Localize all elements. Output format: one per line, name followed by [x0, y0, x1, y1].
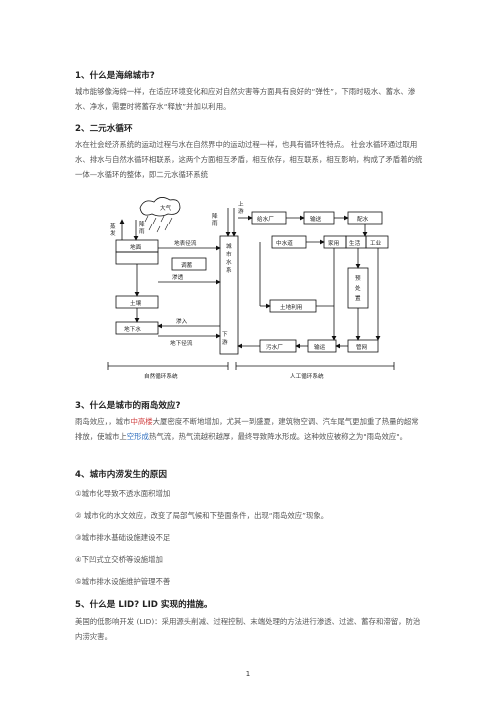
svg-text:雨: 雨 [139, 228, 145, 235]
svg-text:蒸: 蒸 [110, 222, 116, 230]
section-2-title: 2、二元水循环 [75, 124, 133, 134]
svg-text:地下水: 地下水 [124, 325, 141, 333]
label-surface: 地面 [130, 243, 142, 251]
svg-text:市: 市 [226, 250, 232, 258]
svg-text:置: 置 [355, 295, 361, 302]
svg-text:游: 游 [222, 338, 228, 346]
svg-text:地表径流: 地表径流 [174, 239, 197, 247]
cloud-icon [139, 197, 181, 217]
list-item: ③城市排水基础设施建设不足 [75, 533, 171, 542]
section-5-title: 5、什么是 LID? LID 实现的措施。 [75, 600, 213, 610]
svg-text:人工循环系统: 人工循环系统 [290, 372, 324, 380]
water-cycle-diagram: 大气 蒸 发 降 雨 地面 地表径流 调蓄 土壤 渗透 地下水 渗入 地下径流 … [107, 197, 395, 380]
svg-text:家用: 家用 [328, 239, 339, 247]
svg-text:降: 降 [139, 220, 145, 228]
page-number: 1 [245, 670, 251, 678]
section-3-body: 雨岛效应，，城市中高楼大厦密度不断地增加，尤其一到盛夏，建筑物空调、汽车尾气更加… [75, 417, 419, 441]
svg-text:中水道: 中水道 [276, 239, 293, 247]
list-item: ② 城市化的水文效应，改变了局部气候和下垫面条件，出现“雨岛效应”现象。 [75, 511, 329, 520]
section-3-title: 3、什么是城市的雨岛效应? [75, 401, 181, 411]
svg-text:污水厂: 污水厂 [266, 343, 283, 351]
svg-text:自然循环系统: 自然循环系统 [144, 372, 178, 380]
svg-text:配水: 配水 [357, 215, 369, 223]
svg-text:调蓄: 调蓄 [181, 261, 193, 269]
svg-text:水: 水 [226, 258, 232, 266]
svg-text:上: 上 [238, 200, 244, 208]
svg-text:工业: 工业 [370, 239, 382, 247]
svg-text:土壤: 土壤 [130, 299, 142, 307]
svg-text:管网: 管网 [356, 343, 368, 351]
section-4-title: 4、城市内涝发生的原因 [75, 470, 167, 480]
list-item: ④下凹式立交桥等设施增加 [75, 555, 163, 564]
storage-box [171, 257, 207, 271]
svg-text:雨: 雨 [212, 220, 218, 227]
svg-text:预: 预 [355, 274, 361, 282]
svg-text:游: 游 [238, 207, 244, 215]
section-1-title: 1、什么是海绵城市? [75, 71, 155, 81]
svg-text:地下径流: 地下径流 [170, 339, 193, 347]
svg-text:下: 下 [222, 331, 228, 338]
svg-text:渗入: 渗入 [176, 317, 188, 325]
label-atmosphere: 大气 [160, 204, 172, 212]
svg-text:处: 处 [355, 284, 361, 292]
svg-text:发: 发 [110, 229, 116, 237]
svg-text:土地利用: 土地利用 [280, 303, 302, 311]
svg-text:给水厂: 给水厂 [257, 215, 274, 223]
list-item: ⑤城市排水设施维护管理不善 [75, 577, 171, 586]
svg-text:降: 降 [212, 212, 218, 220]
section-5-body: 美国的低影响开发 (LID)：采用源头削减、过程控制、末端处理的方法进行渗透、过… [75, 617, 421, 641]
svg-text:生活: 生活 [349, 239, 361, 247]
svg-text:渗透: 渗透 [172, 273, 184, 281]
svg-text:输送: 输送 [310, 215, 322, 223]
svg-text:系: 系 [226, 266, 232, 274]
section-1-body: 城市能够像海绵一样，在适应环境变化和应对自然灾害等方面具有良好的“弹性”，下雨时… [75, 87, 416, 111]
svg-text:输运: 输运 [314, 343, 326, 351]
list-item: ①城市化导致不透水面积增加 [75, 489, 171, 498]
svg-text:城: 城 [226, 243, 232, 250]
section-2-body: 水在社会经济系统的运动过程与水在自然界中的运动过程一样，也具有循环性特点。 社会… [75, 140, 423, 179]
